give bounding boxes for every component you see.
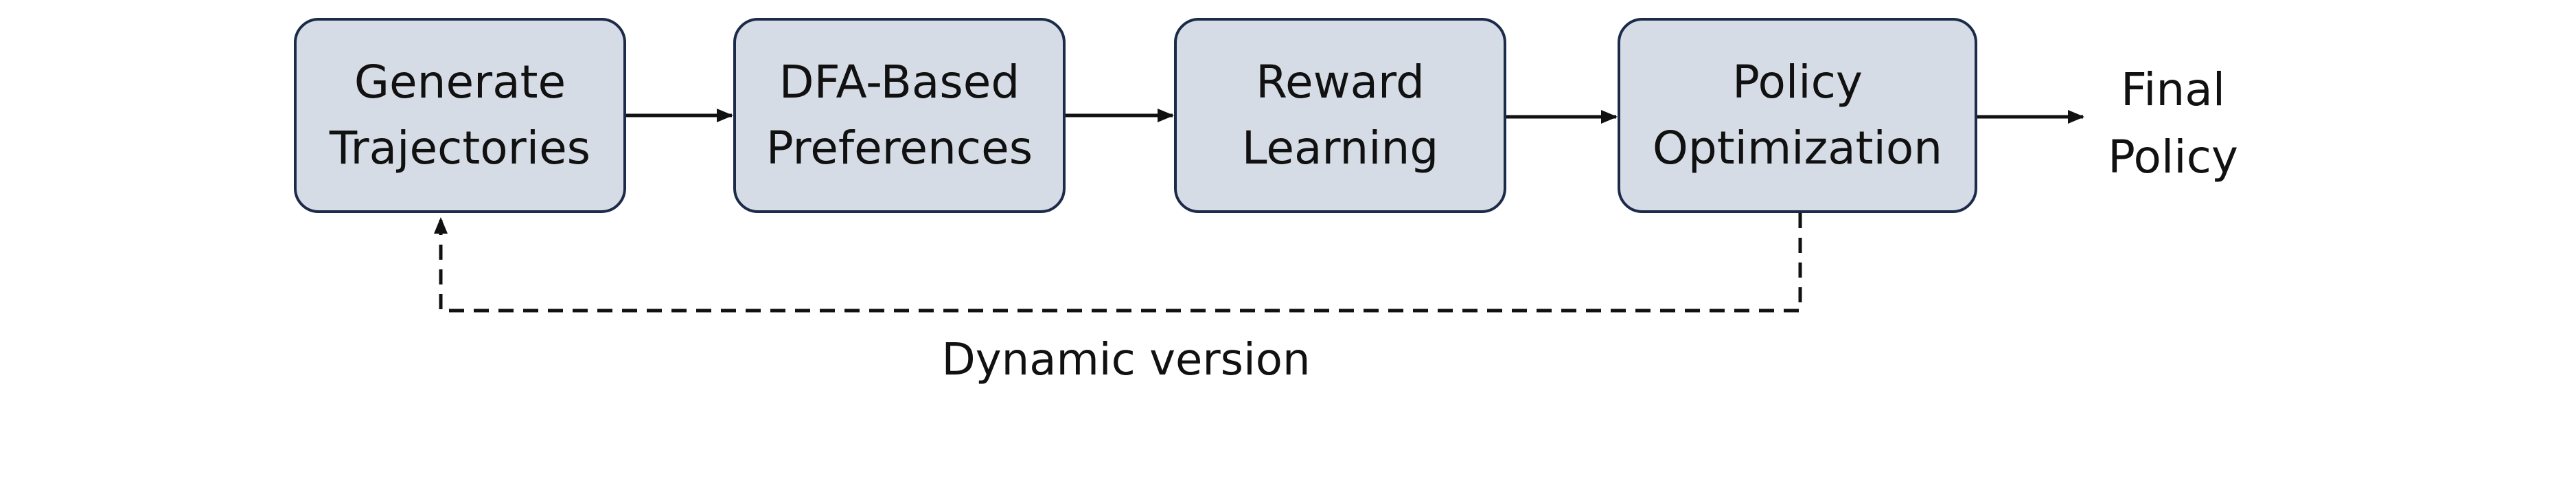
node-label-line: Optimization: [1652, 122, 1943, 175]
node-label-line: Trajectories: [329, 122, 591, 175]
node-label-line: Reward: [1256, 56, 1425, 109]
node-label-line: DFA-Based: [779, 56, 1020, 109]
dynamic-version-label: Dynamic version: [941, 335, 1311, 385]
output-label-line: Policy: [2108, 131, 2238, 183]
reward-learning-node: Reward Learning: [1174, 18, 1506, 213]
final-policy-output: Final Policy: [2094, 56, 2252, 191]
node-label-line: Learning: [1241, 122, 1439, 175]
node-label-line: Preferences: [766, 122, 1033, 175]
node-label-line: Generate: [354, 56, 566, 109]
node-label-line: Policy: [1732, 56, 1863, 109]
dashed-feedback-loop: [434, 213, 1802, 313]
dfa-based-preferences-node: DFA-Based Preferences: [733, 18, 1066, 213]
generate-trajectories-node: Generate Trajectories: [294, 18, 626, 213]
output-label-line: Final: [2120, 63, 2226, 116]
policy-optimization-node: Policy Optimization: [1618, 18, 1977, 213]
